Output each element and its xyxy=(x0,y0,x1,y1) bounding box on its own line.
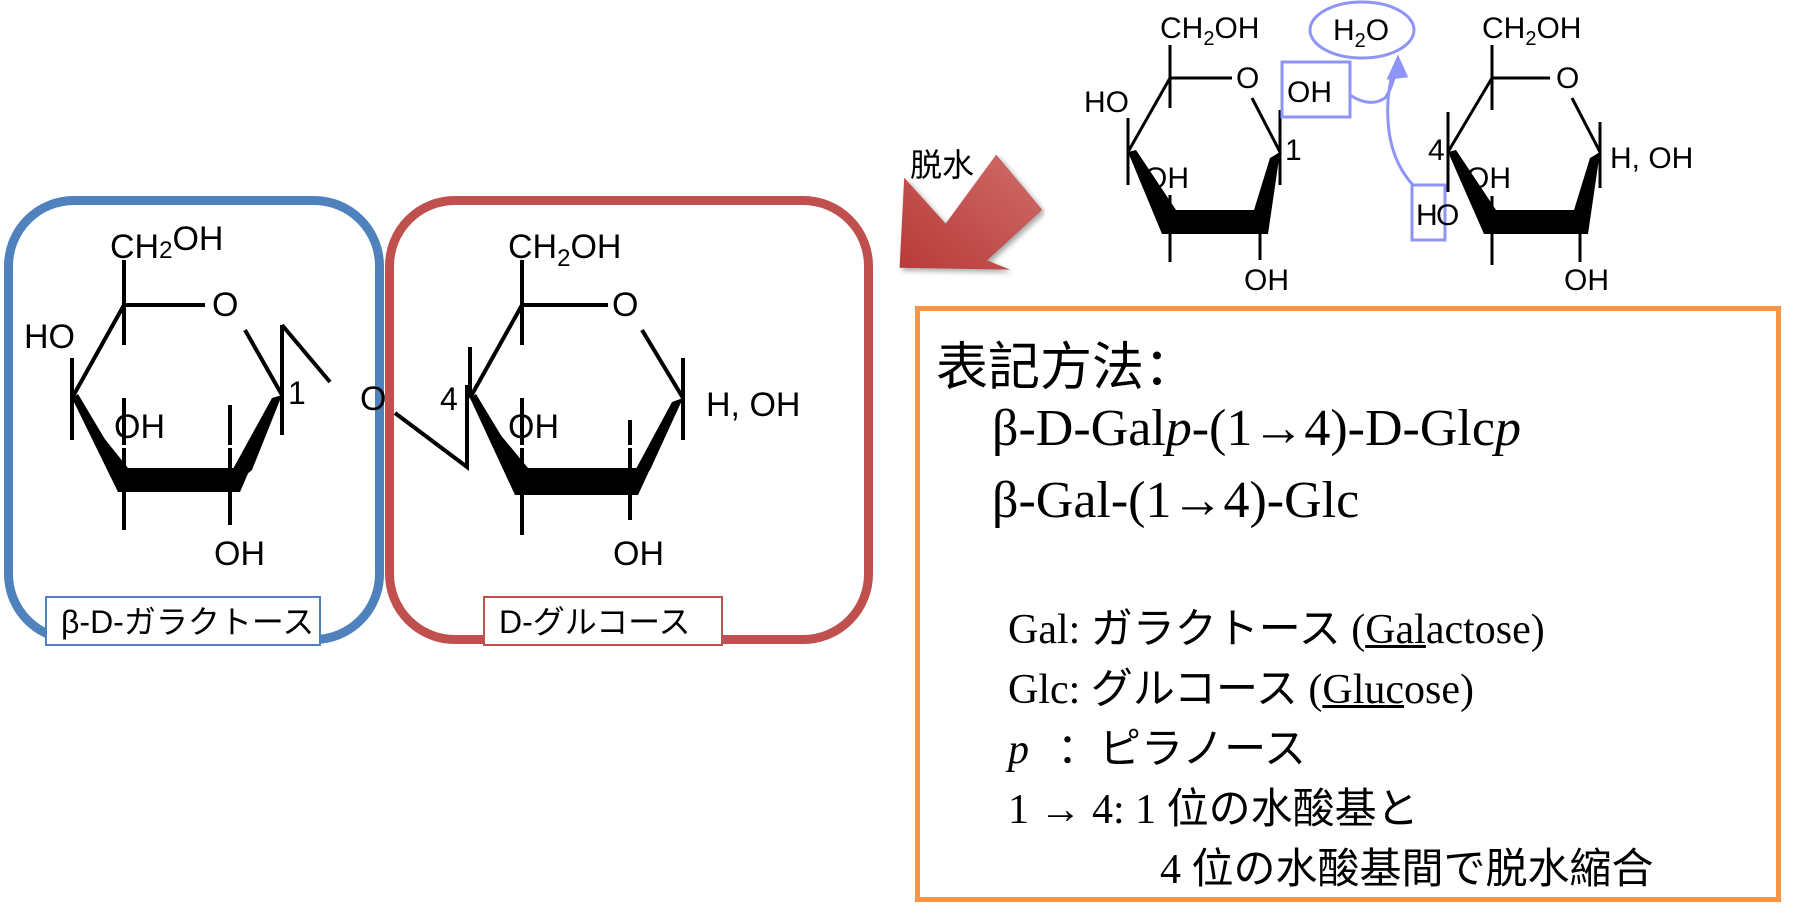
glc-anomeric: H, OH xyxy=(706,386,800,424)
gal-oh-mid: OH xyxy=(114,408,165,446)
def-link-1: 1 → 4: 1 位の水酸基と xyxy=(1008,787,1419,833)
top-gal-oh-boxed: OH xyxy=(1287,76,1332,109)
formula-part: p xyxy=(1494,400,1521,457)
top-gal-oh-bottom: OH xyxy=(1244,264,1289,297)
top-gal-oh-mid: OH xyxy=(1144,162,1189,195)
galactose-label: β-D-ガラクトース xyxy=(45,596,321,646)
top-glc-ring-o: O xyxy=(1556,62,1579,95)
lactose-structure: CH12OH O HO OH OH 1 O CH2OH O 4 OH OH H,… xyxy=(24,220,800,573)
def-text: actose) xyxy=(1425,607,1545,653)
def-link-2: 4 位の水酸基間で脱水縮合 xyxy=(1160,847,1654,893)
glc-position-4: 4 xyxy=(440,381,458,417)
top-gal-position: 1 xyxy=(1285,134,1302,167)
def-underlined: c xyxy=(1385,667,1405,713)
notation-title: 表記方法： xyxy=(936,340,1197,397)
dehydration-label: 脱水 xyxy=(910,147,975,183)
glc-oh-mid: OH xyxy=(508,408,559,446)
formula-part: β-D-Gal xyxy=(992,400,1166,457)
top-glc-position: 4 xyxy=(1428,134,1445,167)
glc-oh-bottom: OH xyxy=(613,535,664,573)
def-text: Glc: グルコース ( xyxy=(1008,667,1323,713)
glc-ring-oxygen: O xyxy=(612,286,638,324)
top-glc-anomeric: H, OH xyxy=(1610,142,1693,175)
top-glc-oh-mid: OH xyxy=(1466,162,1511,195)
formula-part: -(1→4)-D-Glc xyxy=(1191,400,1495,457)
def-gal: Gal: ガラクトース (Galactose) xyxy=(1008,595,1545,656)
top-glc-h-boxed: H xyxy=(1416,199,1438,232)
top-gal-ho: HO xyxy=(1084,86,1129,119)
def-glc: Glc: グルコース (Glucose) xyxy=(1008,655,1474,716)
gal-position-1: 1 xyxy=(288,375,306,411)
gal-ring-oxygen: O xyxy=(212,286,238,324)
reaction-structures: CH2OH O HO OH OH OH 1 H2O CH2OH O 4 H O … xyxy=(1084,0,1693,297)
def-text: ose) xyxy=(1404,667,1474,713)
gal-ho: HO xyxy=(24,318,75,356)
formula-part: p xyxy=(1165,400,1192,457)
water-label: H2O xyxy=(1333,14,1389,52)
glycosidic-oxygen: O xyxy=(360,380,386,418)
def-text: ：ピラノース xyxy=(1057,727,1307,773)
top-gal-ch2oh: CH2OH xyxy=(1160,12,1259,50)
top-glc-ch2oh: CH2OH xyxy=(1482,12,1581,50)
top-glc-o: O xyxy=(1436,199,1459,232)
glucose-label: D-グルコース xyxy=(483,596,723,646)
def-p: p ：ピラノース xyxy=(1008,715,1306,776)
def-key: p xyxy=(1008,727,1029,773)
formula-short: β-Gal-(1→4)-Glc xyxy=(992,472,1360,529)
def-underlined: Gal xyxy=(1365,607,1426,653)
dehydration-arrow-icon xyxy=(899,154,1043,270)
top-gal-ring-o: O xyxy=(1236,62,1259,95)
formula-full: β-D-Galp-(1→4)-D-Glcp xyxy=(992,399,1521,458)
def-underlined: Glu xyxy=(1322,667,1386,713)
notation-box: 表記方法： β-D-Galp-(1→4)-D-Glcp β-Gal-(1→4)-… xyxy=(915,306,1781,902)
def-text: Gal: ガラクトース ( xyxy=(1008,607,1366,653)
gal-ch2oh: CH12OH xyxy=(110,220,223,266)
top-glc-oh-bottom: OH xyxy=(1564,264,1609,297)
gal-oh-bottom: OH xyxy=(214,535,265,573)
glc-ch2oh: CH2OH xyxy=(508,228,621,272)
